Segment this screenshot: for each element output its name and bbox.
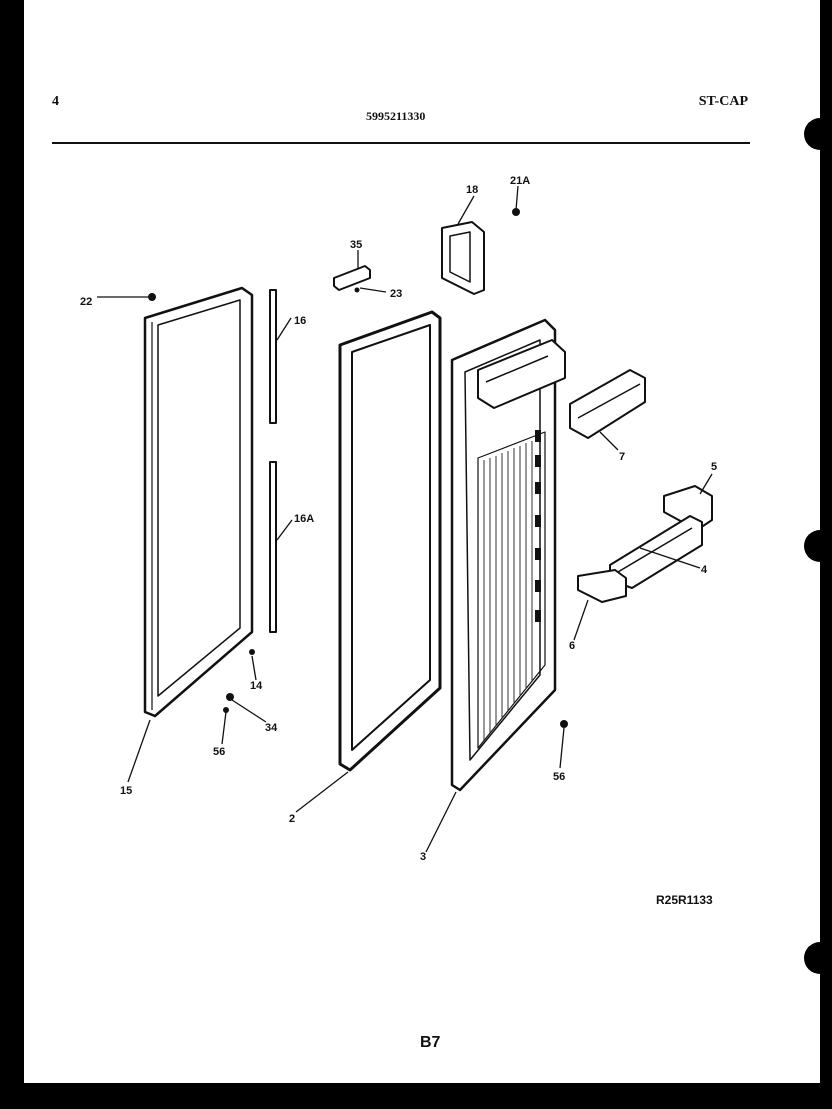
part-label-15: 15 [120,785,132,797]
screw-icon [512,208,520,216]
part-label-21a: 21A [510,175,530,187]
part-label-6: 6 [569,640,575,652]
page-number: 4 [52,94,59,109]
part-label-18: 18 [466,184,478,196]
part-label-16: 16 [294,315,306,327]
inner-door-panel-part [450,318,566,792]
part-label-56-right: 56 [553,771,565,783]
screw-icon [148,293,156,301]
screw-icon [560,720,568,728]
part-label-14: 14 [250,680,263,692]
hinge-clip-part [333,265,371,291]
strip-upper-part [269,289,277,424]
part-label-7: 7 [619,451,625,463]
fasteners [148,208,568,728]
binder-hole-middle [804,530,832,562]
binder-hole-bottom [804,942,832,974]
footer-page-number: B7 [420,1034,441,1051]
door-gasket-part [338,310,442,772]
part-callouts: 22 15 16 16A 14 34 56 35 23 18 21A 2 3 7… [80,175,717,863]
screw-icon [226,693,234,701]
bracket-right-part [663,485,713,531]
binder-hole-top [804,118,832,150]
part-label-34: 34 [265,722,278,734]
diagram-reference: R25R1133 [656,893,713,907]
part-label-4: 4 [701,564,708,576]
screw-icon [249,649,255,655]
part-label-16a: 16A [294,513,314,525]
screw-icon [223,707,229,713]
part-label-35: 35 [350,239,362,251]
part-label-2: 2 [289,813,295,825]
model-number: 5995211330 [366,109,426,123]
part-label-3: 3 [420,851,426,863]
part-label-5: 5 [711,461,717,473]
bracket-left-part [577,569,627,603]
header-rule [52,142,750,144]
door-frame-part [143,286,254,718]
shelf-bar-part [569,369,646,439]
strip-lower-part [269,461,277,633]
part-label-23: 23 [390,288,402,300]
screw-icon [354,287,360,293]
part-label-56-left: 56 [213,746,225,758]
catalog-code: ST-CAP [698,94,748,109]
handle-bracket-part [441,221,485,295]
part-label-22: 22 [80,296,92,308]
